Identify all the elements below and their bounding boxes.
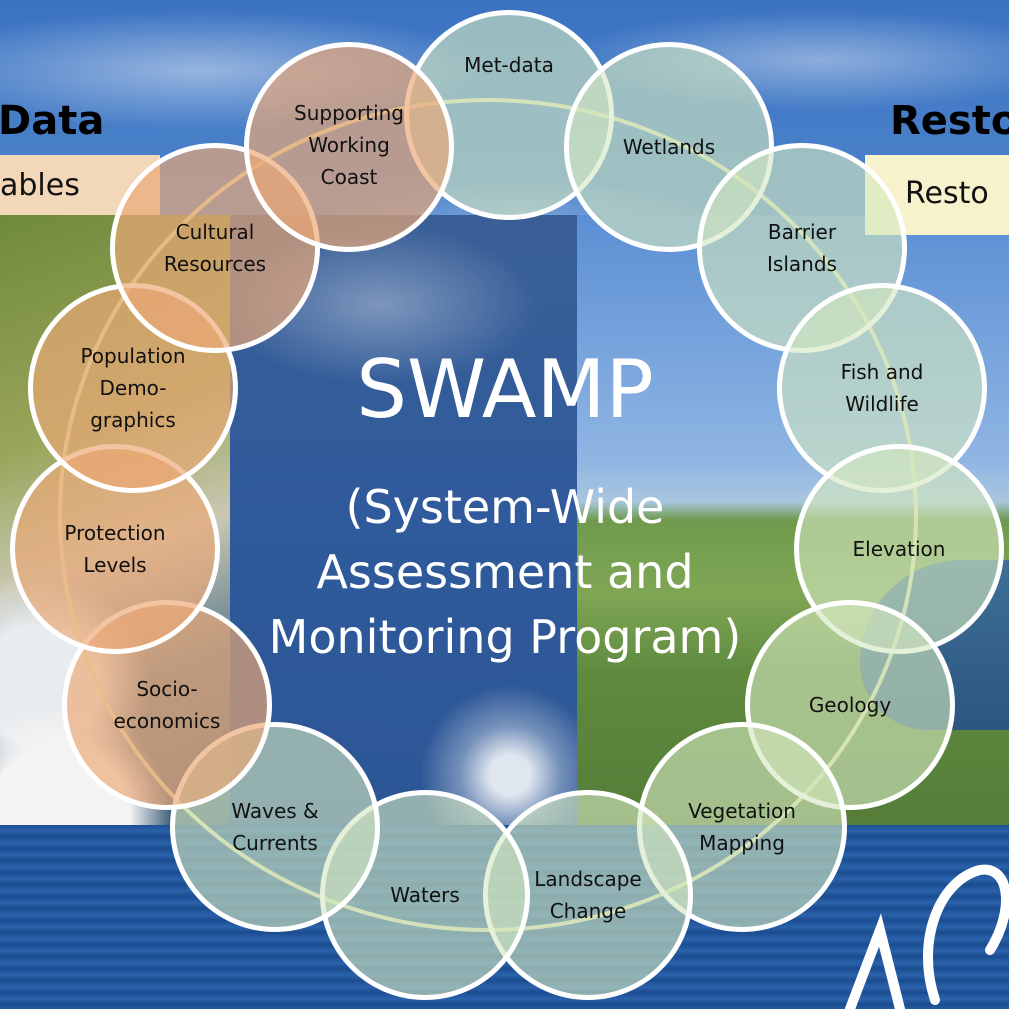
- node-label: Met-data: [464, 53, 554, 77]
- node-label: Cultural Resources: [163, 220, 267, 276]
- right-tab-label: Resto: [905, 176, 989, 211]
- node-label: Barrier Islands: [767, 220, 837, 276]
- node-label: Wetlands: [622, 135, 716, 159]
- node-label: Waves & Currents: [231, 799, 319, 855]
- subtitle-line-2: Assessment and: [316, 545, 694, 599]
- node-label: Population Demo- graphics: [80, 344, 186, 432]
- node-label: Supporting Working Coast: [294, 100, 404, 189]
- node-label: Elevation: [852, 537, 946, 561]
- node-waves-currents: Waves & Currents: [170, 722, 380, 932]
- subtitle-line-3: Monitoring Program): [268, 610, 742, 664]
- node-label: Socio- economics: [113, 677, 221, 733]
- node-label: Fish and Wildlife: [840, 360, 924, 416]
- diagram-title: SWAMP: [356, 343, 654, 436]
- node-label: Landscape Change: [534, 867, 642, 923]
- node-label: Vegetation Mapping: [688, 799, 796, 855]
- node-label: Waters: [390, 883, 460, 907]
- node-label: Geology: [808, 693, 892, 717]
- node-supporting-working-coast: Supporting Working Coast: [244, 42, 454, 252]
- left-tab-label: ables: [0, 168, 80, 203]
- left-header: Data: [0, 98, 105, 144]
- node-cultural-resources: Cultural Resources: [110, 143, 320, 353]
- subtitle-line-1: (System-Wide: [345, 480, 665, 534]
- right-header: Resto: [890, 98, 1009, 144]
- node-label: Protection Levels: [64, 521, 166, 577]
